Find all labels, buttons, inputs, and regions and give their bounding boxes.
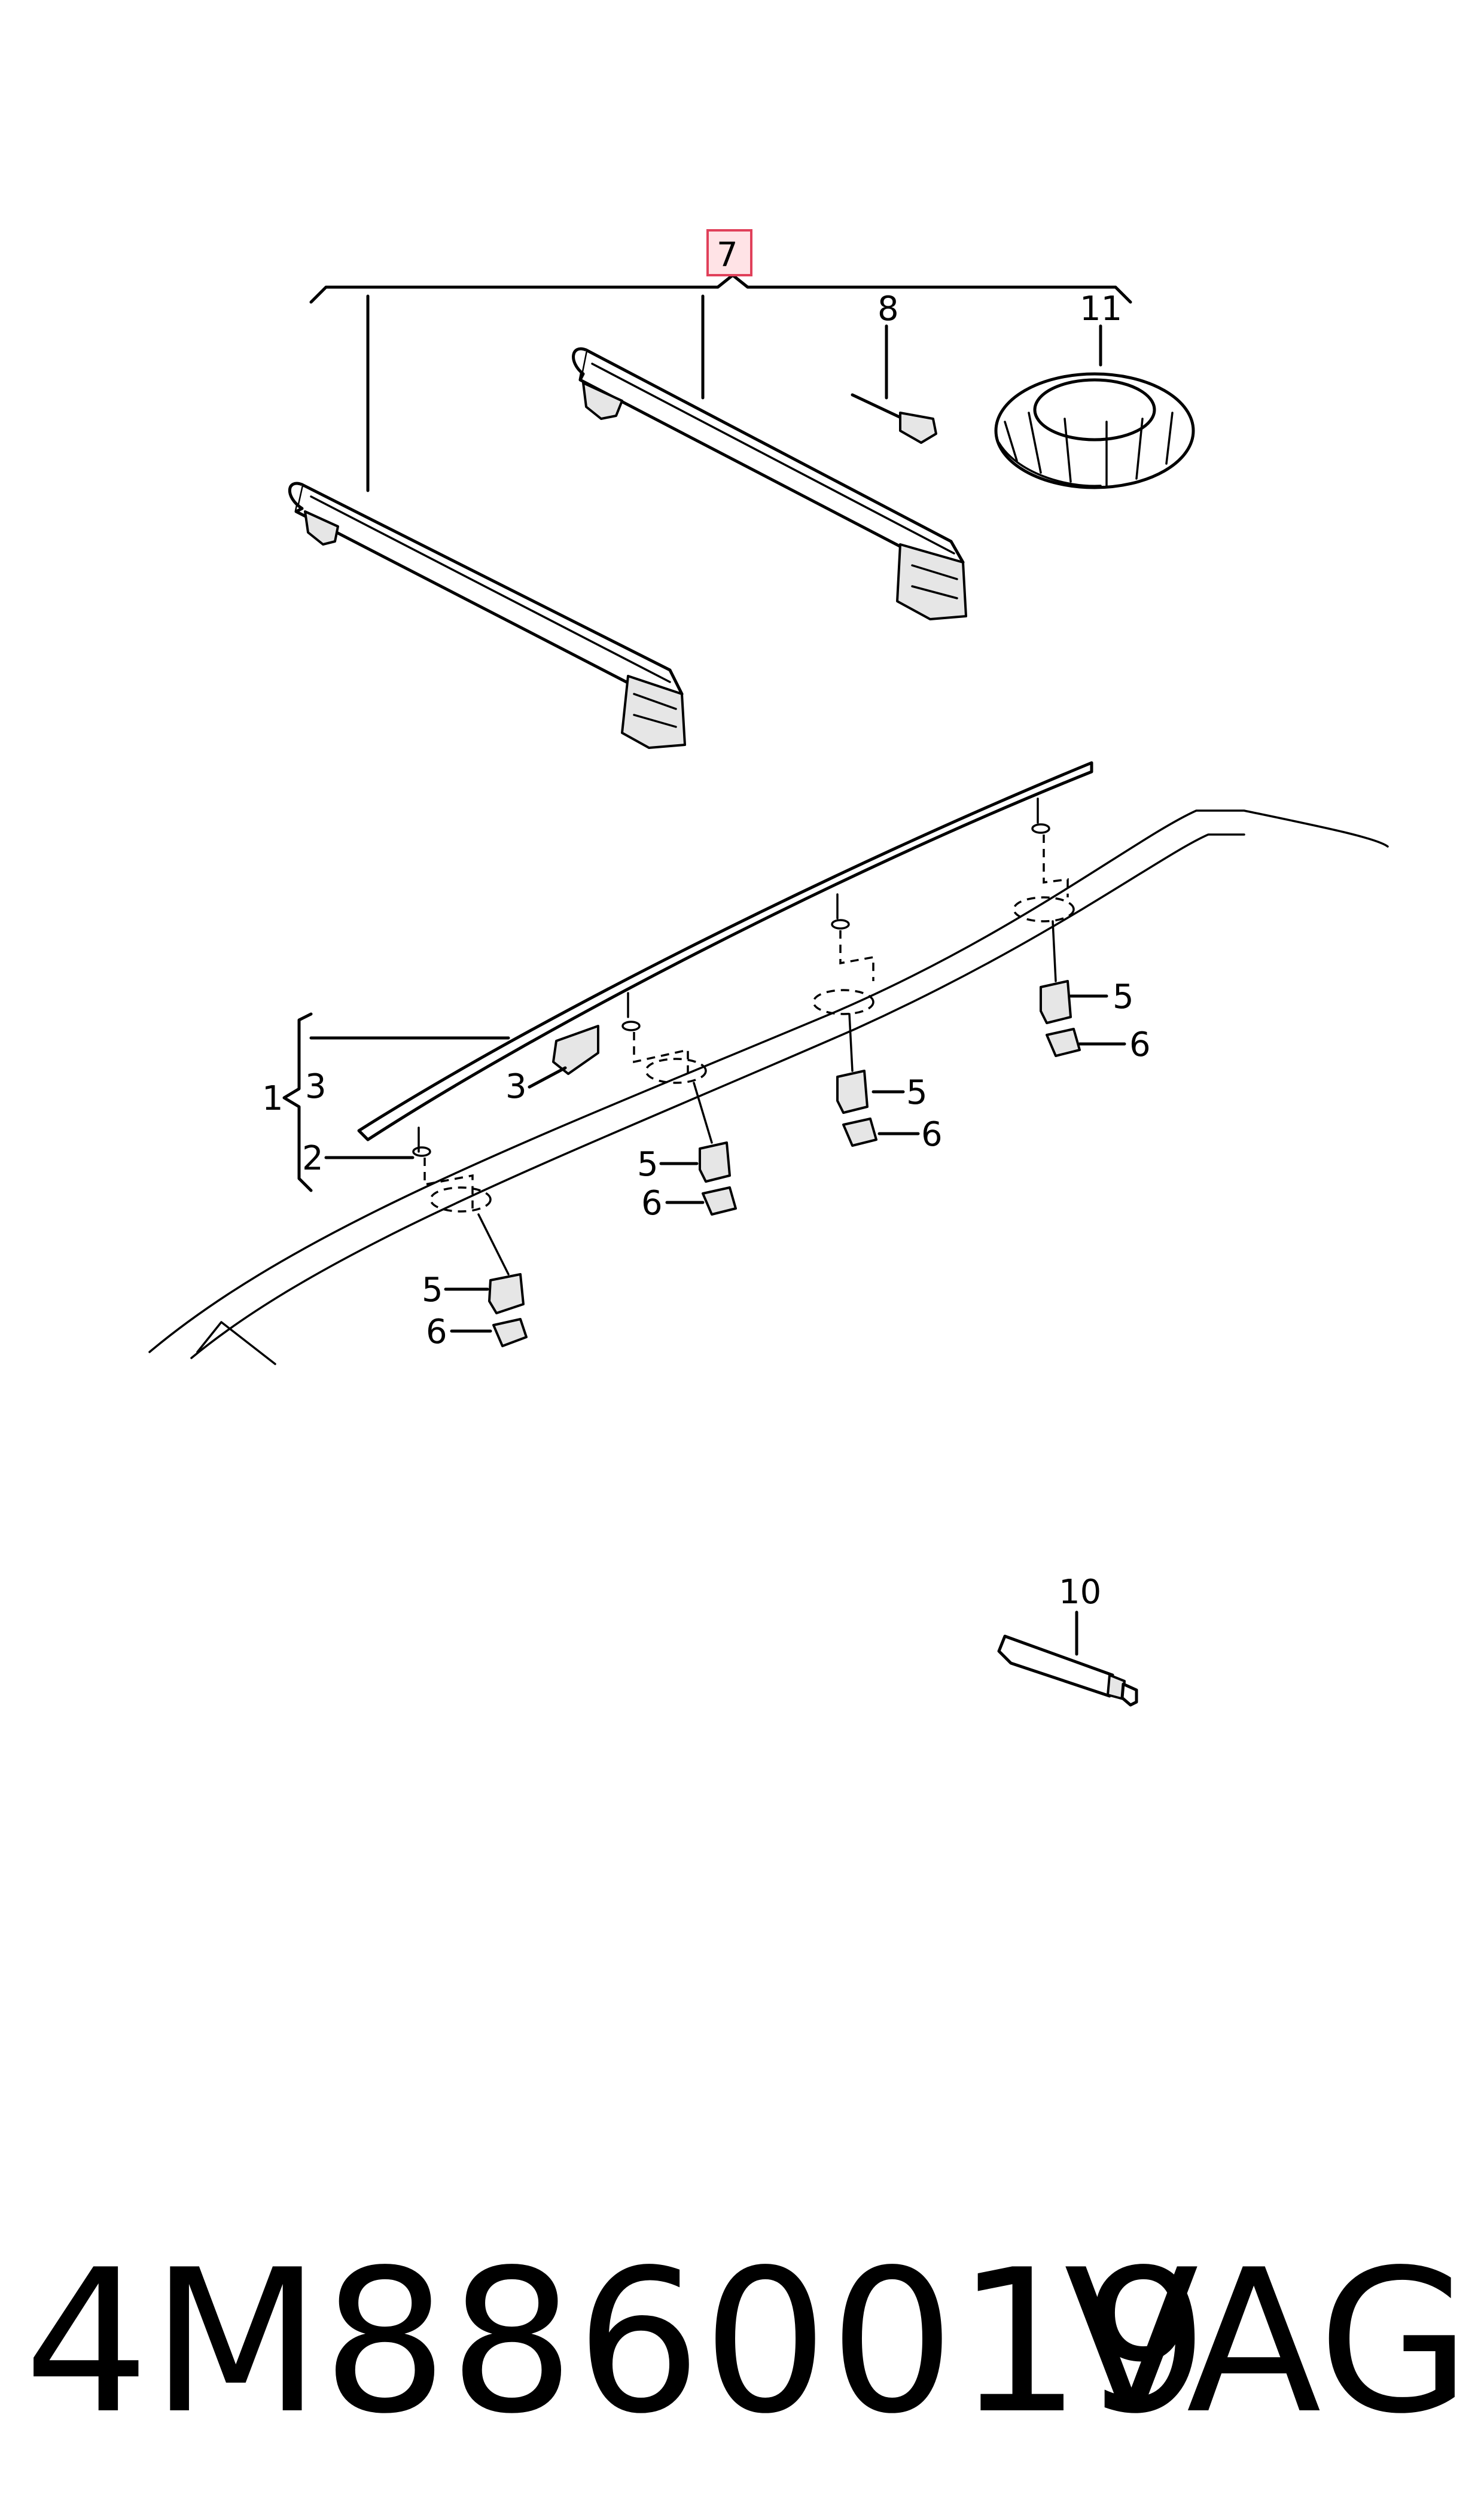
fastener-stack-c bbox=[812, 930, 877, 1147]
callout-6d[interactable]: 6 bbox=[1129, 1025, 1151, 1064]
fastener-stack-a bbox=[423, 1158, 528, 1347]
callout-6c[interactable]: 6 bbox=[921, 1115, 943, 1154]
callout-5b[interactable]: 5 bbox=[637, 1145, 659, 1184]
callout-5d[interactable]: 5 bbox=[1113, 978, 1134, 1016]
callout-10[interactable]: 10 bbox=[1059, 1573, 1101, 1612]
callout-8[interactable]: 8 bbox=[877, 290, 899, 328]
brand-label: VAG bbox=[1064, 2227, 1471, 2457]
part-number: 4M8860019 bbox=[24, 2227, 1210, 2457]
callout-5c[interactable]: 5 bbox=[906, 1073, 928, 1112]
part-11-ring bbox=[994, 372, 1195, 489]
callout-5a[interactable]: 5 bbox=[422, 1271, 443, 1310]
callout-7-highlight bbox=[706, 229, 752, 276]
fastener-stack-d bbox=[1013, 835, 1081, 1057]
callout-11[interactable]: 11 bbox=[1080, 290, 1122, 328]
fastener-stack-b bbox=[633, 1032, 737, 1216]
crossbar-left bbox=[288, 482, 686, 749]
callout-6a[interactable]: 6 bbox=[426, 1313, 447, 1351]
part-1-roof-rail bbox=[357, 761, 1093, 1157]
part-8-bolt bbox=[851, 393, 937, 444]
callout-6b[interactable]: 6 bbox=[641, 1184, 663, 1223]
callout-1[interactable]: 1 bbox=[262, 1079, 284, 1118]
leader-3 bbox=[528, 1066, 567, 1089]
bracket-1 bbox=[282, 1012, 510, 1192]
part-10-tube bbox=[997, 1634, 1138, 1707]
crossbar-right bbox=[572, 347, 967, 620]
callout-3-top[interactable]: 3 bbox=[305, 1067, 327, 1106]
callout-3[interactable]: 3 bbox=[505, 1067, 527, 1106]
callout-2[interactable]: 2 bbox=[302, 1139, 324, 1178]
roof-outline bbox=[148, 809, 1389, 1365]
callout-7[interactable]: 7 bbox=[717, 236, 738, 275]
